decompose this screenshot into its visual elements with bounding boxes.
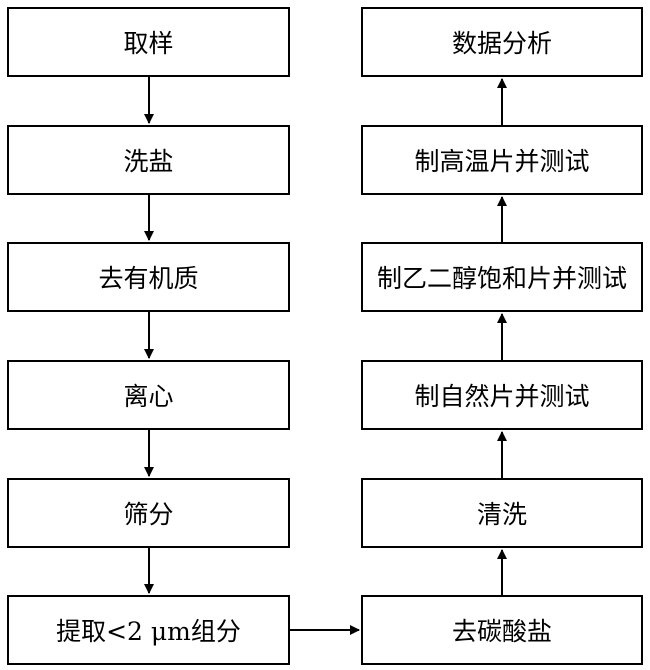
step-remove-carbonates: 去碳酸盐 <box>361 595 643 665</box>
step-sampling: 取样 <box>7 7 290 77</box>
step-remove-organics: 去有机质 <box>7 242 290 312</box>
step-high-temp-slide: 制高温片并测试 <box>361 125 643 195</box>
step-glycol-slide: 制乙二醇饱和片并测试 <box>361 242 643 312</box>
step-extract-fraction: 提取<2 μm组分 <box>7 595 290 665</box>
step-natural-slide: 制自然片并测试 <box>361 360 643 430</box>
step-washing: 清洗 <box>361 478 643 548</box>
step-data-analysis: 数据分析 <box>361 7 643 77</box>
step-sieving: 筛分 <box>7 478 290 548</box>
step-desalting: 洗盐 <box>7 125 290 195</box>
step-centrifuge: 离心 <box>7 360 290 430</box>
